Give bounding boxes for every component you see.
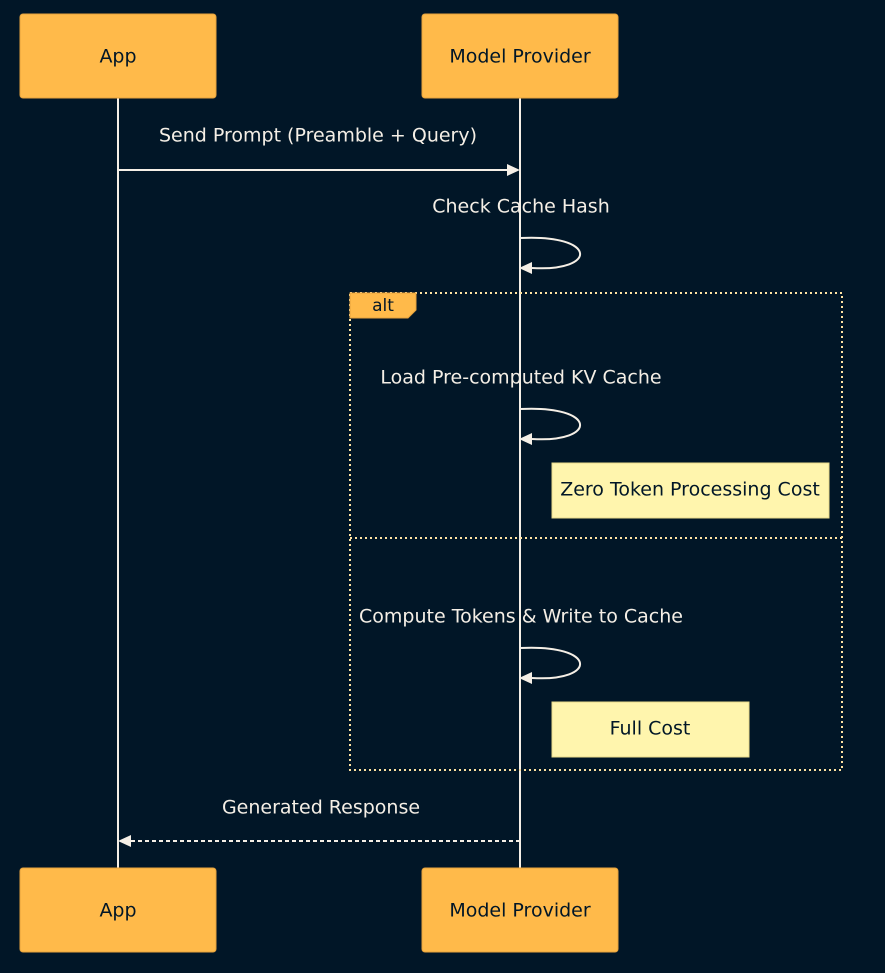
message-generated-response: Generated Response: [118, 797, 520, 847]
message-check-cache-label: Check Cache Hash: [432, 196, 610, 218]
message-compute-tokens-label: Compute Tokens & Write to Cache: [359, 606, 683, 628]
note-zero-cost: Zero Token Processing Cost: [551, 462, 830, 519]
arrowhead-icon: [519, 672, 532, 684]
actor-model-provider-bottom-label: Model Provider: [449, 900, 591, 922]
actor-app-bottom-label: App: [99, 900, 136, 922]
note-zero-cost-label: Zero Token Processing Cost: [560, 479, 820, 501]
actor-app-top-label: App: [99, 46, 136, 68]
message-generated-response-label: Generated Response: [222, 797, 420, 819]
actor-model-provider-top: Model Provider: [421, 13, 619, 99]
alt-tab: [349, 292, 417, 319]
message-compute-tokens: Compute Tokens & Write to Cache: [359, 606, 683, 684]
alt-frame: alt: [349, 292, 843, 771]
message-send-prompt-label: Send Prompt (Preamble + Query): [159, 125, 477, 147]
note-full-cost: Full Cost: [551, 701, 750, 758]
actor-app-top: App: [19, 13, 217, 99]
arrowhead-icon: [519, 433, 532, 445]
message-check-cache: Check Cache Hash: [432, 196, 610, 274]
note-full-cost-label: Full Cost: [610, 718, 691, 740]
actor-model-provider-top-label: Model Provider: [449, 46, 591, 68]
message-send-prompt: Send Prompt (Preamble + Query): [118, 125, 520, 176]
arrowhead-icon: [507, 164, 520, 176]
actor-app-bottom: App: [19, 867, 217, 953]
arrowhead-icon: [519, 262, 532, 274]
alt-label: alt: [372, 296, 394, 316]
arrowhead-icon: [118, 835, 131, 847]
actor-model-provider-bottom: Model Provider: [421, 867, 619, 953]
message-load-cache: Load Pre-computed KV Cache: [380, 367, 662, 445]
message-load-cache-label: Load Pre-computed KV Cache: [380, 367, 661, 389]
